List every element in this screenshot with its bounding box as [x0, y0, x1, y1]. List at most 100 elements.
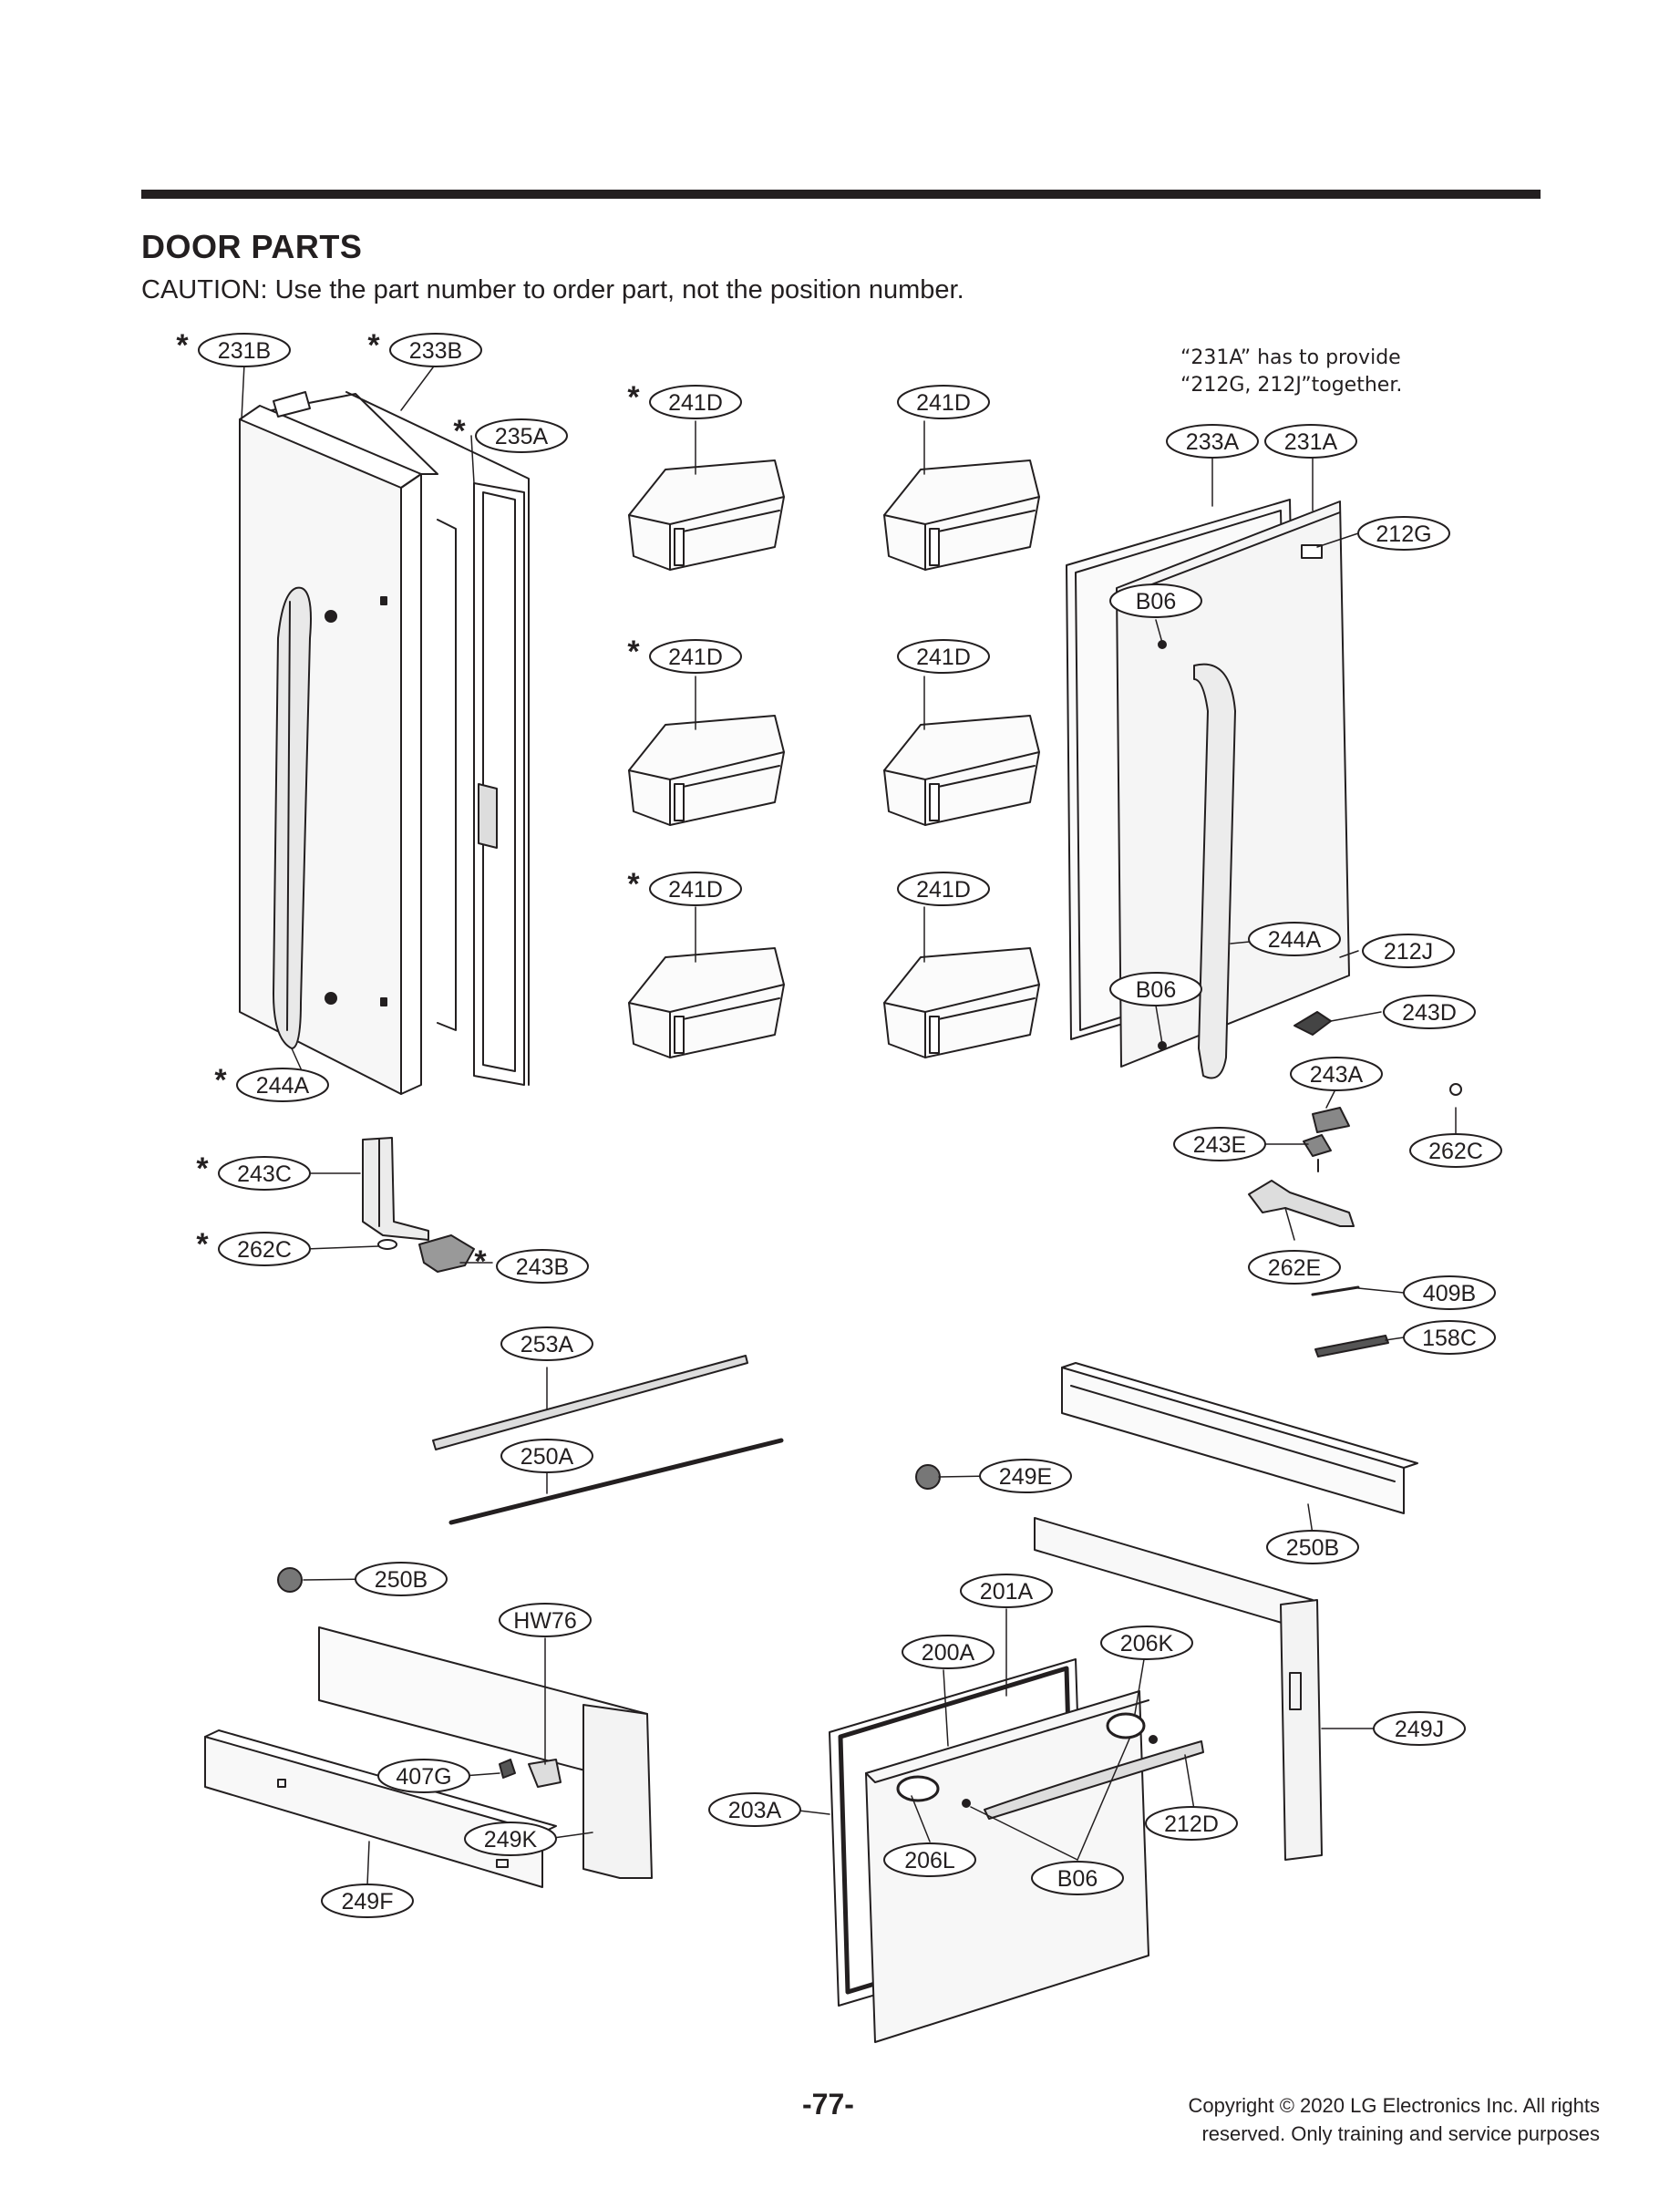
- callout-b06: B06: [1109, 583, 1202, 618]
- callout-262c: 262C *: [196, 1227, 311, 1266]
- callout-bubble: [500, 1326, 593, 1361]
- callout-label: HW76: [513, 1608, 576, 1634]
- callout-label: 241D: [668, 645, 723, 670]
- callout-bubble: [218, 1156, 311, 1191]
- callout-243b: 243B*: [474, 1244, 589, 1284]
- callout-200a: 200A: [902, 1635, 995, 1669]
- callout-243c: 243C*: [196, 1151, 311, 1191]
- callout-label: 250B: [375, 1567, 428, 1593]
- callout-bubble: [1357, 516, 1450, 551]
- callout-bubble: [649, 872, 742, 906]
- callout-bubble: [897, 872, 990, 906]
- callout-label: 233B: [409, 338, 462, 364]
- callout-bubble: [499, 1603, 592, 1637]
- star-marker: *: [627, 380, 640, 415]
- callout-label: 249E: [999, 1464, 1052, 1490]
- callout-bubble: [897, 385, 990, 419]
- provision-note-line-1: “231A” has to provide: [1180, 346, 1401, 369]
- callout-409b: 409B: [1403, 1275, 1496, 1310]
- callout-bubble: [377, 1759, 470, 1793]
- callout-label: 250B: [1286, 1535, 1339, 1561]
- callout-label: 158C: [1422, 1326, 1477, 1351]
- callout-231b: 231B *: [176, 328, 291, 367]
- copyright-line-1: Copyright © 2020 LG Electronics Inc. All…: [1188, 2094, 1600, 2117]
- callout-bubble: [1100, 1626, 1193, 1660]
- callout-233b: 233B*: [367, 328, 482, 367]
- callout-253a: 253A: [500, 1326, 593, 1361]
- callout-label: 249F: [342, 1889, 394, 1914]
- star-marker: *: [627, 867, 640, 902]
- callout-label: 407G: [396, 1764, 451, 1790]
- callout-241d: 241D*: [627, 635, 742, 674]
- callout-bubble: [1383, 995, 1476, 1029]
- callout-bubble: [649, 639, 742, 674]
- callout-241d: 241D: [897, 872, 990, 906]
- freezer-drawer: [829, 1658, 1204, 2043]
- callout-262e: 262E: [1248, 1250, 1341, 1285]
- callout-249k: 249K: [464, 1822, 557, 1856]
- caution-text: CAUTION: Use the part number to order pa…: [141, 275, 964, 304]
- callout-label: 244A: [256, 1073, 310, 1099]
- callout-243e: 243E: [1173, 1127, 1266, 1161]
- callout-label: B06: [1057, 1866, 1098, 1892]
- callout-250b: 250B: [1266, 1530, 1359, 1564]
- callout-bubble: [1173, 1127, 1266, 1161]
- callout-bubble: [1109, 972, 1202, 1006]
- callout-bubble: [1403, 1320, 1496, 1355]
- callout-b06: B06: [1109, 972, 1202, 1006]
- callout-250a: 250A: [500, 1439, 593, 1473]
- star-marker: *: [176, 328, 189, 363]
- callout-bubble: [475, 418, 568, 453]
- callout-label: 201A: [980, 1579, 1034, 1605]
- callout-235a: 235A *: [453, 414, 568, 453]
- callout-233a: 233A: [1166, 424, 1259, 459]
- provision-note-line-2: “212G, 212J”together.: [1180, 374, 1403, 397]
- callout-label: 241D: [916, 645, 971, 670]
- callout-241d: 241D*: [627, 867, 742, 906]
- callout-bubble: [1264, 424, 1357, 459]
- right-hinge-parts: [1248, 1011, 1462, 1357]
- callout-bubble: [960, 1574, 1053, 1608]
- callout-label: 212D: [1164, 1811, 1219, 1837]
- callout-243a: 243A: [1290, 1057, 1383, 1091]
- callout-206k: 206K: [1100, 1626, 1193, 1660]
- callout-bubble: [321, 1884, 414, 1918]
- callout-bubble: [500, 1439, 593, 1473]
- callout-label: 212G: [1376, 521, 1431, 547]
- callout-bubble: [883, 1842, 976, 1877]
- left-drawer-rail: [204, 1626, 653, 1888]
- left-hinge-parts: [362, 1137, 475, 1273]
- callout-bubble: [902, 1635, 995, 1669]
- callout-241d: 241D: [897, 639, 990, 674]
- callout-label: 233A: [1186, 429, 1240, 455]
- callout-label: 206K: [1120, 1631, 1174, 1656]
- callout-bubble: [218, 1232, 311, 1266]
- callout-label: 249J: [1395, 1717, 1444, 1742]
- star-marker: *: [196, 1227, 209, 1262]
- callout-231a: 231A: [1264, 424, 1357, 459]
- callout-bubble: [1290, 1057, 1383, 1091]
- page-number: -77-: [802, 2088, 854, 2121]
- right-door-assembly: [1066, 499, 1350, 1079]
- callout-bubble: [1266, 1530, 1359, 1564]
- callout-bubble: [1409, 1133, 1502, 1168]
- callout-label: 262C: [237, 1237, 292, 1263]
- callout-244a: 244A*: [214, 1063, 329, 1102]
- callout-249f: 249F: [321, 1884, 414, 1918]
- callout-label: 231B: [218, 338, 271, 364]
- callout-label: 243A: [1310, 1062, 1364, 1088]
- callout-label: 244A: [1268, 927, 1322, 953]
- callout-label: 235A: [495, 424, 549, 449]
- callout-158c: 158C: [1403, 1320, 1496, 1355]
- star-marker: *: [474, 1244, 487, 1279]
- star-marker: *: [453, 414, 466, 449]
- callout-label: 231A: [1284, 429, 1338, 455]
- callout-bubble: [1248, 1250, 1341, 1285]
- callout-label: 212J: [1384, 939, 1433, 965]
- callout-hw76: HW76: [499, 1603, 592, 1637]
- callout-bubble: [1373, 1711, 1466, 1746]
- callout-label: 243C: [237, 1161, 292, 1187]
- callout-bubble: [1145, 1806, 1238, 1841]
- copyright-line-2: reserved. Only training and service purp…: [1201, 2122, 1600, 2145]
- callout-bubble: [1362, 934, 1455, 968]
